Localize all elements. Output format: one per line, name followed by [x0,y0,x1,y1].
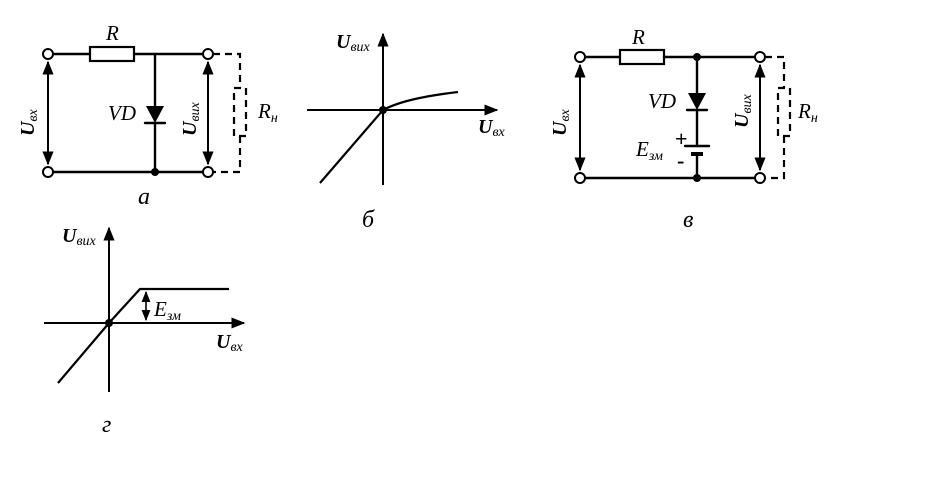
graph-g-origin [105,319,113,327]
circuit-v-terminal-out-bottom [754,172,766,184]
graph-g-y-label: Uвих [62,225,97,249]
circuit-v-load-resistor [776,86,792,138]
caption-a: а [138,184,150,210]
graph-b: Uвих Uвх б [307,31,506,233]
caption-g: г [102,412,111,438]
circuit-v-uout-label: Uвих [731,93,755,128]
graph-b-x-label: Uвх [478,116,506,140]
graph-b-curve [319,90,459,184]
circuit-a-diode [146,106,164,123]
circuit-a-r-label: R [105,21,119,45]
circuit-a-terminal-in-bottom [42,166,54,178]
circuit-a: R VD Rн Uвх Uвих а [17,21,278,210]
circuit-a-rn-label: Rн [257,99,278,126]
circuit-a-load-resistor [232,86,248,138]
circuit-v-load-wire [765,55,786,180]
circuit-v-plus-label: + [675,126,688,151]
circuit-a-load-wire [213,52,242,174]
circuit-v: R VD + - Eзм Rн Uвх Uвих в [549,25,818,233]
circuit-v-vd-label: VD [648,89,676,113]
caption-v: в [683,207,693,233]
circuit-v-uin-label: Uвх [549,108,573,136]
circuit-a-node [151,168,159,176]
circuit-a-uout-label: Uвих [179,101,203,136]
graph-g: Uвих Eзм Uвх г [44,225,246,438]
circuit-v-minus-label: - [677,148,684,173]
circuit-v-node-bottom [693,174,701,182]
circuit-a-terminal-in-top [42,48,54,60]
graph-b-origin [379,106,387,114]
circuit-v-diode [688,93,706,110]
graph-g-curve [57,287,229,384]
circuit-v-rn-label: Rн [797,99,818,126]
circuit-a-terminal-out-top [202,48,214,60]
circuit-v-terminal-in-top [574,51,586,63]
circuit-v-e-label: Eзм [635,137,663,164]
circuit-a-vd-label: VD [108,101,136,125]
circuit-v-resistor [618,48,666,66]
circuit-a-uin-label: Uвх [17,108,41,136]
circuit-a-resistor [88,45,136,63]
graph-g-x-label: Uвх [216,331,244,355]
circuit-a-terminal-out-bottom [202,166,214,178]
circuit-v-node-top [693,53,701,61]
graph-g-e-label: Eзм [153,297,181,324]
circuit-v-terminal-in-bottom [574,172,586,184]
graph-b-y-label: Uвих [336,31,371,55]
caption-b: б [362,207,375,233]
circuit-v-r-label: R [631,25,645,49]
circuit-v-terminal-out-top [754,51,766,63]
